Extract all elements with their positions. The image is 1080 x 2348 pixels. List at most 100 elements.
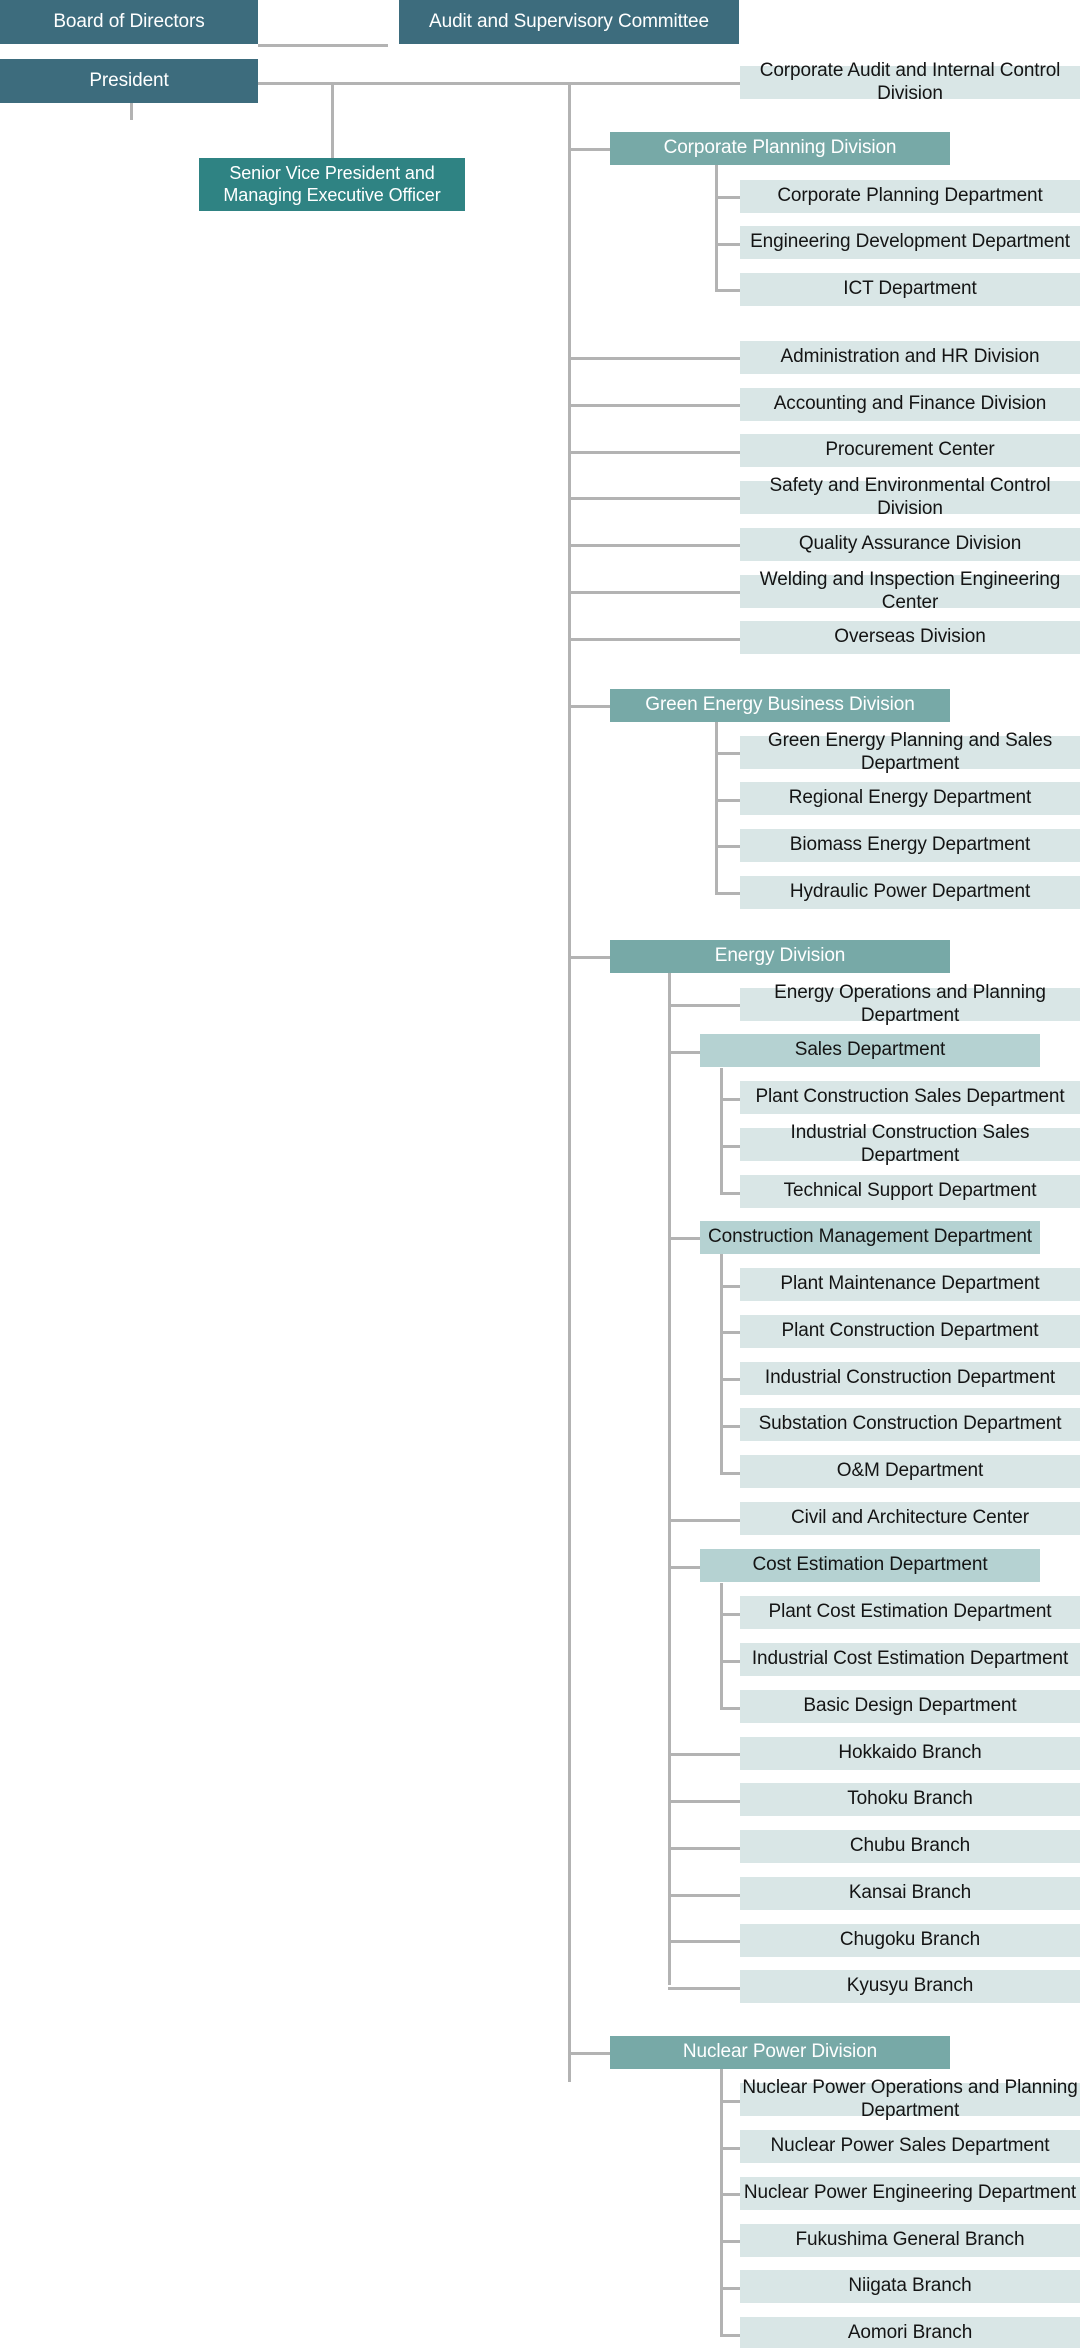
node-energy-operations-and-planning-department[interactable]: Energy Operations and Planning Departmen…: [740, 982, 1080, 1026]
connector-stub-corporate-planning-division: [568, 148, 613, 151]
connector-trunk-nuclear-power: [720, 2069, 723, 2334]
connector-stub-nuclear-power-operations: [720, 2100, 745, 2103]
connector-stub-green-energy-planning-sales: [715, 752, 743, 755]
node-safety-and-environmental-control-division[interactable]: Safety and Environmental Control Divisio…: [740, 475, 1080, 519]
node-welding-and-inspection-engineering-center[interactable]: Welding and Inspection Engineering Cente…: [740, 569, 1080, 613]
node-plant-construction-sales-department[interactable]: Plant Construction Sales Department: [740, 1081, 1080, 1114]
node-kyusyu-branch[interactable]: Kyusyu Branch: [740, 1970, 1080, 2003]
connector-stub-basic-design: [720, 1707, 745, 1710]
connector-trunk-energy-division: [668, 973, 671, 1985]
connector-stub-construction-management-department: [668, 1237, 700, 1240]
connector-president-bus: [258, 82, 756, 85]
connector-stub-technical-support: [720, 1192, 745, 1195]
connector-stub-nuclear-power-division: [568, 2052, 613, 2055]
connector-trunk-cost-estimation: [720, 1583, 723, 1708]
node-construction-management-department[interactable]: Construction Management Department: [700, 1221, 1040, 1254]
node-accounting-and-finance-division[interactable]: Accounting and Finance Division: [740, 388, 1080, 421]
node-plant-construction-department[interactable]: Plant Construction Department: [740, 1315, 1080, 1348]
node-senior-vice-president[interactable]: Senior Vice President and Managing Execu…: [199, 158, 465, 211]
connector-trunk-sales-department: [720, 1068, 723, 1193]
connector-stub-hydraulic-power: [715, 892, 743, 895]
connector-stub-quality-assurance: [568, 544, 740, 547]
node-hydraulic-power-department[interactable]: Hydraulic Power Department: [740, 876, 1080, 909]
node-president[interactable]: President: [0, 59, 258, 103]
node-cost-estimation-department[interactable]: Cost Estimation Department: [700, 1549, 1040, 1582]
connector-stub-chugoku-branch: [668, 1940, 740, 1943]
connector-trunk-green-energy: [715, 722, 718, 893]
node-plant-maintenance-department[interactable]: Plant Maintenance Department: [740, 1268, 1080, 1301]
node-quality-assurance-division[interactable]: Quality Assurance Division: [740, 528, 1080, 561]
node-corporate-planning-division[interactable]: Corporate Planning Division: [610, 132, 950, 165]
node-nuclear-power-division[interactable]: Nuclear Power Division: [610, 2036, 950, 2069]
connector-stub-nuclear-power-sales: [720, 2147, 745, 2150]
node-sales-department[interactable]: Sales Department: [700, 1034, 1040, 1067]
connector-stub-engineering-development-department: [715, 243, 743, 246]
connector-stub-industrial-cost-estimation: [720, 1660, 745, 1663]
connector-board-to-audit: [258, 44, 388, 47]
node-overseas-division[interactable]: Overseas Division: [740, 621, 1080, 654]
connector-stub-kansai-branch: [668, 1894, 740, 1897]
connector-stub-ict-department: [715, 289, 743, 292]
node-corporate-audit-and-internal-control-division[interactable]: Corporate Audit and Internal Control Div…: [740, 60, 1080, 104]
connector-stub-green-energy-division: [568, 705, 613, 708]
node-kansai-branch[interactable]: Kansai Branch: [740, 1877, 1080, 1910]
node-basic-design-department[interactable]: Basic Design Department: [740, 1690, 1080, 1723]
node-green-energy-business-division[interactable]: Green Energy Business Division: [610, 689, 950, 722]
node-administration-and-hr-division[interactable]: Administration and HR Division: [740, 341, 1080, 374]
connector-stub-hokkaido-branch: [668, 1753, 740, 1756]
connector-stub-civil-architecture-center: [668, 1519, 740, 1522]
connector-stub-regional-energy: [715, 799, 743, 802]
connector-stub-chubu-branch: [668, 1847, 740, 1850]
node-energy-division[interactable]: Energy Division: [610, 940, 950, 973]
node-audit-and-supervisory-committee[interactable]: Audit and Supervisory Committee: [399, 0, 739, 44]
connector-stub-kyusyu-branch: [668, 1987, 740, 1990]
node-green-energy-planning-and-sales-department[interactable]: Green Energy Planning and Sales Departme…: [740, 730, 1080, 774]
connector-stub-plant-maintenance: [720, 1285, 745, 1288]
connector-stub-plant-construction: [720, 1331, 745, 1334]
node-aomori-branch[interactable]: Aomori Branch: [740, 2317, 1080, 2348]
connector-stub-substation-construction: [720, 1425, 745, 1428]
connector-trunk-corporate-planning: [715, 165, 718, 290]
node-nuclear-power-engineering-department[interactable]: Nuclear Power Engineering Department: [740, 2177, 1080, 2210]
node-industrial-construction-department[interactable]: Industrial Construction Department: [740, 1362, 1080, 1395]
connector-stub-om-department: [720, 1472, 745, 1475]
node-chugoku-branch[interactable]: Chugoku Branch: [740, 1924, 1080, 1957]
node-fukushima-general-branch[interactable]: Fukushima General Branch: [740, 2224, 1080, 2257]
node-chubu-branch[interactable]: Chubu Branch: [740, 1830, 1080, 1863]
connector-president-to-svp: [331, 82, 334, 167]
connector-stub-tohoku-branch: [668, 1800, 740, 1803]
connector-stub-welding-inspection: [568, 591, 740, 594]
connector-stub-administration-hr: [568, 357, 740, 360]
node-om-department[interactable]: O&M Department: [740, 1455, 1080, 1488]
connector-stub-plant-cost-estimation: [720, 1613, 745, 1616]
node-industrial-cost-estimation-department[interactable]: Industrial Cost Estimation Department: [740, 1643, 1080, 1676]
connector-stub-accounting-finance: [568, 404, 740, 407]
connector-stub-niigata-branch: [720, 2287, 745, 2290]
connector-trunk-construction-management: [720, 1254, 723, 1472]
node-plant-cost-estimation-department[interactable]: Plant Cost Estimation Department: [740, 1596, 1080, 1629]
node-regional-energy-department[interactable]: Regional Energy Department: [740, 782, 1080, 815]
node-board-of-directors[interactable]: Board of Directors: [0, 0, 258, 44]
node-biomass-energy-department[interactable]: Biomass Energy Department: [740, 829, 1080, 862]
node-procurement-center[interactable]: Procurement Center: [740, 434, 1080, 467]
node-nuclear-power-sales-department[interactable]: Nuclear Power Sales Department: [740, 2130, 1080, 2163]
node-tohoku-branch[interactable]: Tohoku Branch: [740, 1783, 1080, 1816]
node-technical-support-department[interactable]: Technical Support Department: [740, 1175, 1080, 1208]
node-corporate-planning-department[interactable]: Corporate Planning Department: [740, 180, 1080, 213]
connector-stub-biomass-energy: [715, 845, 743, 848]
node-hokkaido-branch[interactable]: Hokkaido Branch: [740, 1737, 1080, 1770]
node-ict-department[interactable]: ICT Department: [740, 273, 1080, 306]
node-niigata-branch[interactable]: Niigata Branch: [740, 2270, 1080, 2303]
connector-stub-corporate-audit: [700, 82, 740, 85]
node-nuclear-power-operations-and-planning-department[interactable]: Nuclear Power Operations and Planning De…: [740, 2077, 1080, 2121]
node-industrial-construction-sales-department[interactable]: Industrial Construction Sales Department: [740, 1122, 1080, 1166]
connector-stub-corporate-planning-department: [715, 196, 743, 199]
connector-stub-overseas-division: [568, 638, 740, 641]
connector-main-trunk: [568, 82, 571, 2082]
node-civil-and-architecture-center[interactable]: Civil and Architecture Center: [740, 1502, 1080, 1535]
node-substation-construction-department[interactable]: Substation Construction Department: [740, 1408, 1080, 1441]
connector-stub-nuclear-power-engineering: [720, 2193, 745, 2196]
connector-stub-procurement-center: [568, 451, 740, 454]
node-engineering-development-department[interactable]: Engineering Development Department: [740, 226, 1080, 259]
